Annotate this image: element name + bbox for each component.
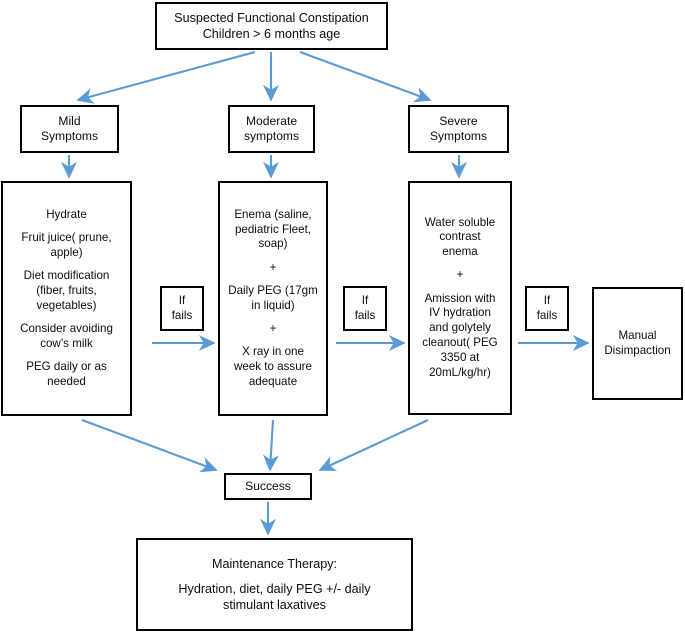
root-line-2: Children > 6 months age <box>202 27 341 41</box>
moderate-treatment-box[interactable]: Enema (saline, pediatric Fleet, soap) + … <box>218 181 328 416</box>
sev-tx-line: contrast <box>439 230 481 244</box>
sev-tx-line: IV hydration <box>429 306 491 320</box>
sev-tx-line: enema <box>442 245 478 259</box>
sev-tx-line: 3350 at <box>440 350 480 364</box>
sev-tx-line: and golytely <box>429 321 491 335</box>
mild-tx-line: Fruit juice( prune, <box>21 230 112 244</box>
if-fails-mild-box[interactable]: If fails <box>160 286 204 331</box>
mod-tx-line: pediatric Fleet, <box>234 222 312 236</box>
mild-tx-line: cow’s milk <box>40 336 93 350</box>
maintenance-therapy-box[interactable]: Maintenance Therapy: Hydration, diet, da… <box>136 538 413 631</box>
sev-tx-line: cleanout( PEG <box>422 336 498 349</box>
suspected-functional-constipation-box[interactable]: Suspected Functional Constipation Childr… <box>155 2 388 50</box>
severe-line-2: Symptoms <box>429 129 488 143</box>
manual-line-1: Manual <box>618 328 657 342</box>
manual-line-2: Disimpaction <box>604 343 671 357</box>
mild-symptoms-box[interactable]: Mild Symptoms <box>20 105 119 153</box>
mod-tx-line: Enema (saline, <box>234 207 312 221</box>
mod-tx-line: in liquid) <box>251 298 295 312</box>
if-fails-line-1: If <box>543 293 551 307</box>
if-fails-severe-box[interactable]: If fails <box>525 286 569 331</box>
maintenance-heading: Maintenance Therapy: <box>211 556 338 571</box>
if-fails-line-1: If <box>178 293 186 307</box>
edge-moderate-treatment-to-success <box>262 419 279 472</box>
maintenance-line: stimulant laxatives <box>223 598 326 613</box>
mod-tx-line: week to assure <box>234 359 312 373</box>
sev-tx-line: Water soluble <box>424 215 496 229</box>
mild-tx-line: (fiber, fruits, <box>36 283 97 297</box>
severe-treatment-box[interactable]: Water soluble contrast enema + Amission … <box>408 181 512 415</box>
root-line-1: Suspected Functional Constipation <box>174 10 369 25</box>
mod-tx-line: Daily PEG (17gm <box>228 283 318 297</box>
success-label: Success <box>245 478 291 493</box>
edge-mild-treatment-to-success <box>81 419 218 473</box>
moderate-line-1: Moderate <box>245 113 298 128</box>
if-fails-line-2: fails <box>171 308 193 322</box>
mild-tx-line: PEG daily or as <box>26 359 107 373</box>
moderate-symptoms-box[interactable]: Moderate symptoms <box>228 105 315 153</box>
edge-root-to-severe <box>299 51 432 103</box>
mild-line-2: Symptoms <box>40 129 99 143</box>
mild-tx-line: vegetables) <box>36 298 97 312</box>
mild-tx-line: apple) <box>50 245 83 259</box>
sev-tx-plus: + <box>456 268 464 282</box>
if-fails-line-1: If <box>361 293 369 307</box>
moderate-line-2: symptoms <box>243 129 300 143</box>
mod-tx-line: soap) <box>258 237 288 251</box>
mod-tx-line: X ray in one <box>242 344 304 358</box>
mod-tx-plus: + <box>269 321 277 335</box>
if-fails-line-2: fails <box>536 308 558 322</box>
mod-tx-line: adequate <box>248 374 298 388</box>
mild-line-1: Mild <box>58 113 81 128</box>
manual-disimpaction-box[interactable]: Manual Disimpaction <box>592 287 683 400</box>
if-fails-line-2: fails <box>354 308 376 322</box>
if-fails-moderate-box[interactable]: If fails <box>343 286 387 331</box>
severe-symptoms-box[interactable]: Severe Symptoms <box>408 105 509 153</box>
mild-tx-line: Diet modification <box>23 268 110 282</box>
sev-tx-line: Amission with <box>424 291 496 305</box>
mild-treatment-box[interactable]: Hydrate Fruit juice( prune, apple) Diet … <box>1 181 132 416</box>
mild-tx-line: needed <box>47 374 86 388</box>
sev-tx-line: 20mL/kg/hr) <box>429 365 491 379</box>
mild-tx-line: Consider avoiding <box>20 321 113 335</box>
mild-tx-heading: Hydrate <box>46 207 87 221</box>
severe-line-1: Severe <box>439 113 478 128</box>
success-box[interactable]: Success <box>224 473 312 500</box>
maintenance-line: Hydration, diet, daily PEG +/- daily <box>178 581 371 596</box>
mod-tx-plus: + <box>269 260 277 274</box>
edge-severe-treatment-to-success <box>318 419 429 471</box>
edge-root-to-mild <box>76 50 256 104</box>
